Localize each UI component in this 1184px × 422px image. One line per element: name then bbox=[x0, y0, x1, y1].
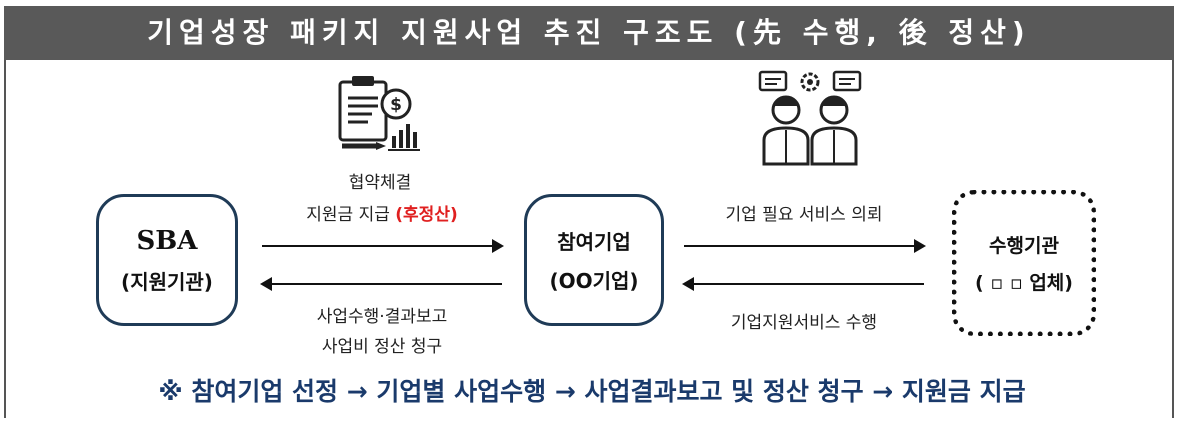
settlement-claim-label: 사업비 정산 청구 bbox=[321, 337, 443, 357]
sba-name: SBA bbox=[136, 225, 198, 256]
sba-node: SBA (지원기관) bbox=[96, 194, 238, 326]
service-delivery-label: 기업지원서비스 수행 bbox=[730, 313, 878, 333]
arrow-company-to-sba bbox=[260, 277, 502, 291]
post-settlement-tag: (후정산) bbox=[395, 205, 458, 225]
svg-text:$: $ bbox=[390, 95, 402, 115]
agency-example: ( ▫ ▫ 업체) bbox=[975, 272, 1073, 294]
company-node: 참여기업 (OO기업) bbox=[524, 194, 664, 326]
arrow-company-to-agency bbox=[684, 239, 926, 253]
arrow-agency-to-company bbox=[682, 277, 924, 291]
agency-node: 수행기관 ( ▫ ▫ 업체) bbox=[952, 190, 1096, 336]
agency-name: 수행기관 bbox=[989, 235, 1059, 257]
agreement-label: 협약체결 bbox=[348, 173, 412, 193]
grant-payment-label: 지원금 지급 (후정산) bbox=[262, 200, 502, 225]
company-name: 참여기업 bbox=[557, 230, 631, 254]
consulting-people-icon bbox=[750, 70, 870, 168]
grant-payment-text: 지원금 지급 bbox=[306, 205, 396, 225]
arrow-sba-to-company bbox=[262, 239, 504, 253]
service-request-label: 기업 필요 서비스 의뢰 bbox=[725, 205, 883, 225]
contract-money-icon: $ bbox=[332, 72, 428, 158]
diagram-frame bbox=[4, 6, 1174, 418]
company-example: (OO기업) bbox=[549, 269, 639, 293]
report-label: 사업수행·결과보고 bbox=[316, 307, 448, 327]
process-summary: ※ 참여기업 선정 → 기업별 사업수행 → 사업결과보고 및 정산 청구 → … bbox=[158, 377, 1026, 406]
sba-role: (지원기관) bbox=[121, 269, 213, 294]
diagram-title: 기업성장 패키지 지원사업 추진 구조도 (先 수행, 後 정산) bbox=[4, 6, 1174, 60]
